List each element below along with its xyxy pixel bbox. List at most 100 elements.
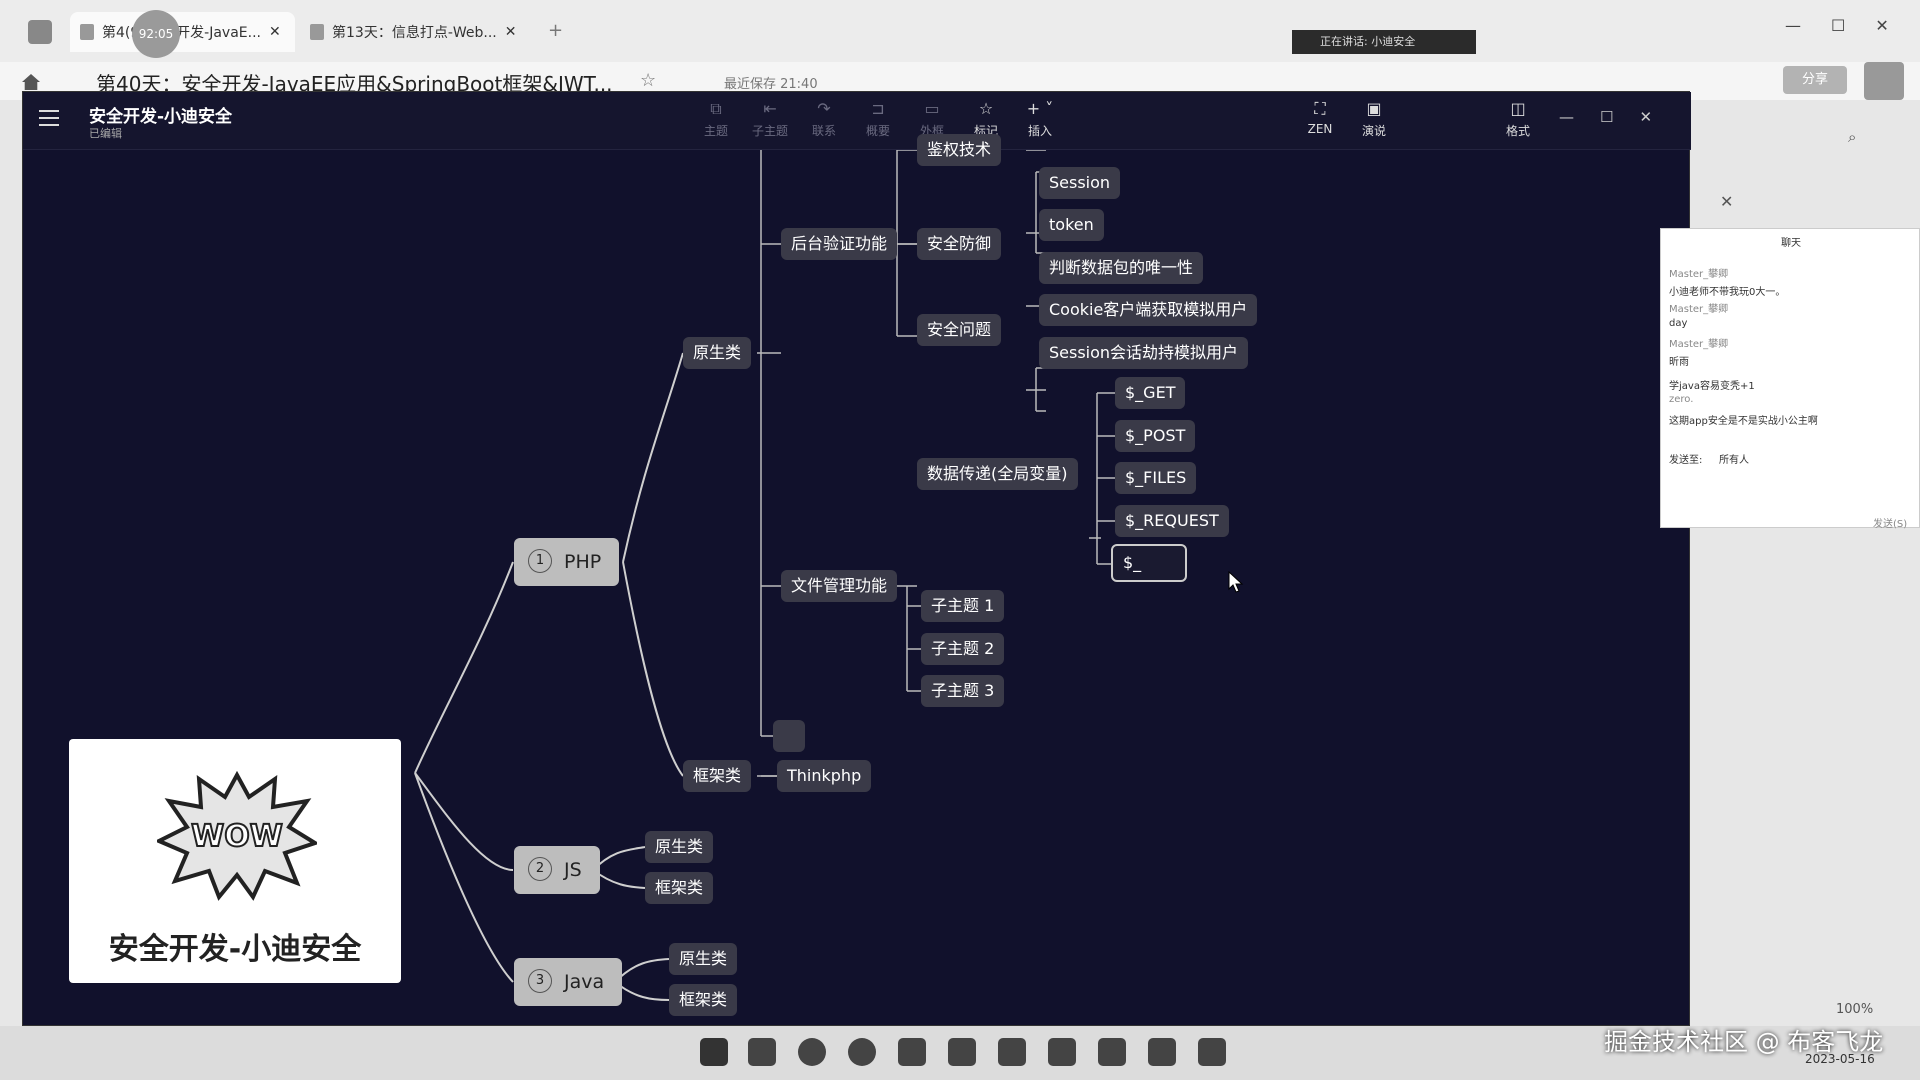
cursor-icon — [1228, 571, 1244, 593]
app-icon[interactable] — [998, 1038, 1026, 1066]
topic-php[interactable]: 1 PHP — [514, 538, 619, 586]
defense-node[interactable]: 安全防御 — [917, 228, 1001, 260]
java-framework-node[interactable]: 框架类 — [669, 984, 737, 1016]
datapass-node[interactable]: 数据传递(全局变量) — [917, 458, 1078, 490]
number-badge: 1 — [528, 549, 552, 573]
start-icon[interactable] — [700, 1038, 728, 1066]
star-icon: ☆ — [979, 100, 993, 118]
browser-tab-2[interactable]: 第13天：信息打点-Web... ✕ — [300, 12, 530, 52]
app-name: 安全开发-小迪安全 — [89, 102, 232, 127]
insert-button[interactable]: + ˅ 插入 — [1013, 100, 1067, 144]
zen-button[interactable]: ⛶ZEN — [1293, 100, 1347, 144]
mindmap-app-window: 安全开发-小迪安全 已编辑 ⧉主题 ⇤子主题 ↷联系 ⊐概要 ▭外框 ☆标记 +… — [22, 91, 1690, 1026]
send-button[interactable]: 发送(S) — [1873, 515, 1907, 530]
empty-node[interactable] — [773, 720, 805, 752]
close-icon[interactable]: ✕ — [1720, 192, 1733, 211]
home-icon[interactable] — [22, 74, 40, 90]
tab-label: 第4(92:05)开发-JavaE... — [102, 22, 261, 42]
fullscreen-icon: ⛶ — [1314, 100, 1325, 118]
browser-tab-active[interactable]: 第4(92:05)开发-JavaE... ✕ — [70, 12, 295, 52]
var-files-node[interactable]: $_FILES — [1115, 462, 1196, 494]
editing-node-input[interactable]: $_ — [1111, 544, 1187, 582]
zoom-level[interactable]: 100% — [1836, 1002, 1873, 1017]
root-topic[interactable]: WOW 安全开发-小迪安全 — [69, 739, 401, 983]
var-request-node[interactable]: $_REQUEST — [1115, 505, 1229, 537]
terminal-icon[interactable] — [1148, 1038, 1176, 1066]
subtopic-2-node[interactable]: 子主题 2 — [921, 633, 1004, 665]
app-logo-icon[interactable] — [28, 20, 52, 44]
filemgr-node[interactable]: 文件管理功能 — [781, 570, 897, 602]
relation-icon: ↷ — [817, 100, 830, 118]
xmind-icon[interactable] — [1198, 1038, 1226, 1066]
format-icon: ◫ — [1510, 100, 1525, 118]
app-icon[interactable] — [898, 1038, 926, 1066]
java-native-node[interactable]: 原生类 — [669, 943, 737, 975]
new-tab-icon[interactable]: + — [548, 20, 563, 41]
subtopic-1-node[interactable]: 子主题 1 — [921, 590, 1004, 622]
topic-label: 主题 — [704, 122, 728, 139]
subtopic-3-node[interactable]: 子主题 3 — [921, 675, 1004, 707]
summary-label: 概要 — [866, 122, 890, 139]
auth-node[interactable]: 后台验证功能 — [781, 228, 897, 260]
uniqueness-node[interactable]: 判断数据包的唯一性 — [1039, 252, 1203, 284]
var-get-node[interactable]: $_GET — [1115, 377, 1185, 409]
search-icon[interactable]: ⌕ — [1848, 128, 1856, 146]
doc-icon — [310, 24, 324, 40]
chat-message: 小迪老师不带我玩0大一。 — [1669, 283, 1785, 298]
star-icon[interactable]: ☆ — [640, 70, 656, 91]
present-icon: ▣ — [1366, 100, 1381, 118]
share-button[interactable]: 分享 — [1783, 66, 1847, 94]
summary-icon: ⊐ — [871, 100, 884, 118]
window-controls[interactable]: —☐✕ — [1785, 16, 1919, 35]
session-issue-node[interactable]: Session会话劫持模拟用户 — [1039, 337, 1248, 369]
php-native-node[interactable]: 原生类 — [683, 337, 751, 369]
summary-button[interactable]: ⊐ 概要 — [851, 100, 905, 144]
js-native-node[interactable]: 原生类 — [645, 831, 713, 863]
plus-icon: + ˅ — [1027, 100, 1054, 118]
explorer-icon[interactable] — [748, 1038, 776, 1066]
close-icon[interactable]: ✕ — [505, 24, 517, 40]
notify-banner: 正在讲话: 小迪安全 — [1292, 30, 1476, 54]
window-controls[interactable]: —☐✕ — [1559, 108, 1678, 126]
insert-label: 插入 — [1028, 122, 1052, 139]
close-icon[interactable]: ✕ — [269, 24, 281, 40]
chat-message: 这期app安全是不是实战小公主啊 — [1669, 412, 1818, 427]
js-framework-node[interactable]: 框架类 — [645, 872, 713, 904]
chat-sender: zero. — [1669, 394, 1693, 405]
format-button[interactable]: ◫格式 — [1491, 100, 1545, 144]
menu-icon[interactable] — [39, 110, 59, 126]
cookie-issue-node[interactable]: Cookie客户端获取模拟用户 — [1039, 294, 1257, 326]
topic-button[interactable]: ⧉主题 — [689, 100, 743, 144]
chrome-icon[interactable] — [848, 1038, 876, 1066]
present-button[interactable]: ▣演说 — [1347, 100, 1401, 144]
app-icon[interactable] — [1048, 1038, 1076, 1066]
autosave-status: 最近保存 21:40 — [724, 73, 818, 92]
subtopic-button[interactable]: ⇤ 子主题 — [743, 100, 797, 144]
edge-icon[interactable] — [798, 1038, 826, 1066]
session-node[interactable]: Session — [1039, 167, 1120, 199]
app-icon[interactable] — [1098, 1038, 1126, 1066]
app-icon[interactable] — [948, 1038, 976, 1066]
thinkphp-node[interactable]: Thinkphp — [777, 760, 871, 792]
subtopic-icon: ⇤ — [763, 100, 776, 118]
send-to-label: 发送至: — [1669, 451, 1702, 466]
var-post-node[interactable]: $_POST — [1115, 420, 1195, 452]
clock-date: 2023-05-16 — [1805, 1052, 1875, 1066]
chat-title: 聊天 — [1781, 234, 1801, 249]
relation-label: 联系 — [812, 122, 836, 139]
subtopic-label: 子主题 — [752, 122, 788, 139]
topic-label: PHP — [564, 551, 601, 573]
topic-label: JS — [564, 859, 582, 881]
wow-sticker-icon: WOW — [157, 771, 317, 901]
issues-node[interactable]: 安全问题 — [917, 314, 1001, 346]
auth-tech-node[interactable]: 鉴权技术 — [917, 134, 1001, 166]
php-framework-node[interactable]: 框架类 — [683, 760, 751, 792]
avatar[interactable] — [1864, 62, 1904, 100]
send-to-select[interactable]: 所有人 — [1719, 451, 1749, 466]
boundary-icon: ▭ — [924, 100, 939, 118]
relation-button[interactable]: ↷ 联系 — [797, 100, 851, 144]
token-node[interactable]: token — [1039, 209, 1104, 241]
